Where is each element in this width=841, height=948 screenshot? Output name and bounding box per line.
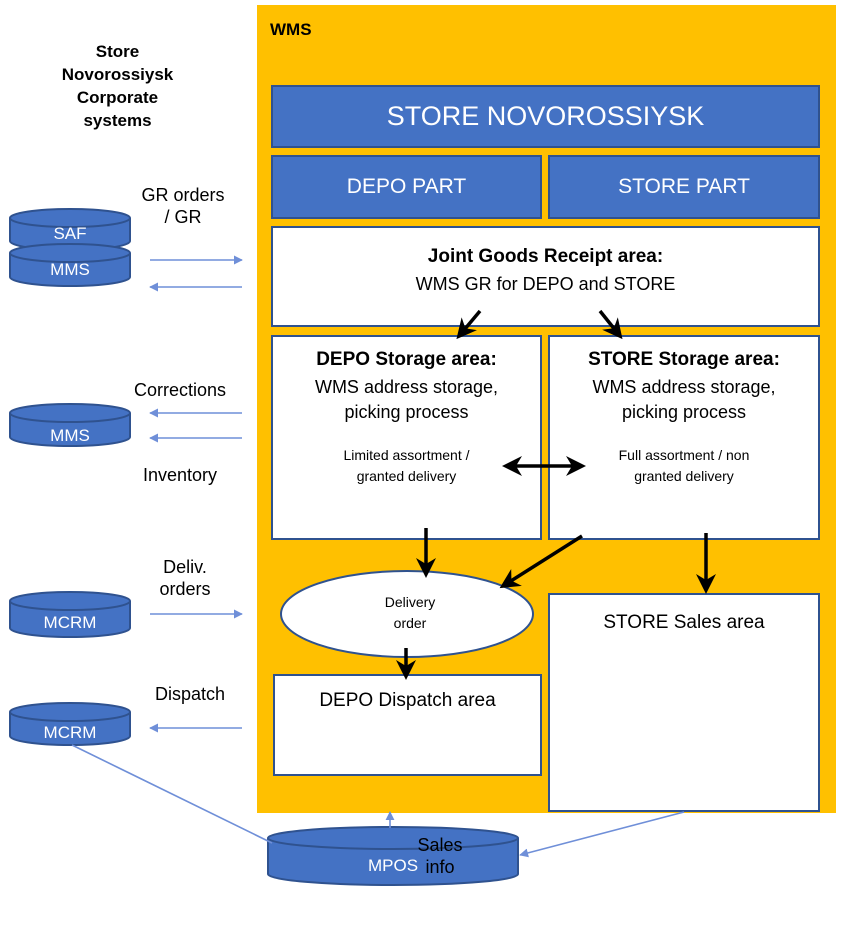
gr-orders-label: GR orders / GR	[118, 184, 248, 228]
receipt-to-depo-arrow	[456, 309, 482, 340]
dispatch-label: Dispatch	[154, 684, 226, 704]
store-storage-note1: Full assortment / non	[618, 447, 750, 463]
joint-goods-receipt-title: Joint Goods Receipt area:	[427, 246, 664, 267]
joint-goods-receipt-area: Joint Goods Receipt area: WMS GR for DEP…	[271, 226, 820, 327]
deliv-orders-label-line1: Deliv.	[163, 557, 207, 577]
store-part-label: STORE PART	[618, 175, 750, 198]
mms-db-mid-label: MMS	[50, 426, 90, 445]
joint-goods-receipt-subtitle: WMS GR for DEPO and STORE	[415, 274, 676, 294]
mcrm-db-bottom-icon	[9, 702, 131, 746]
corporate-systems-line2: Novorossiysk	[61, 65, 174, 84]
depo-storage-line2: picking process	[344, 402, 469, 422]
store-storage-line1: WMS address storage,	[592, 377, 776, 397]
depo-storage-area: DEPO Storage area: WMS address storage, …	[271, 335, 542, 540]
corrections-label: Corrections	[133, 380, 227, 400]
depo-storage-note1: Limited assortment /	[343, 447, 470, 463]
sales-info-label-line2: info	[425, 857, 455, 877]
store-novorossiysk-label: STORE NOVOROSSIYSK	[386, 101, 705, 131]
mcrm-db-top-label: MCRM	[43, 613, 97, 632]
mms-db-top-icon	[9, 243, 131, 287]
mcrm-db-bottom-label: MCRM	[43, 723, 97, 742]
mpos-db-icon	[267, 826, 519, 886]
sales-info-label: Sales info	[400, 834, 480, 878]
depo-part-header: DEPO PART	[271, 155, 542, 219]
store-storage-title: STORE Storage area:	[588, 349, 780, 370]
corporate-systems-line1: Store	[95, 42, 140, 61]
depo-dispatch-label: DEPO Dispatch area	[319, 690, 496, 711]
depo-part-label: DEPO PART	[346, 175, 467, 198]
corporate-systems-title: Store Novorossiysk Corporate systems	[20, 40, 215, 132]
corporate-systems-line4: systems	[83, 111, 152, 130]
store-part-header: STORE PART	[548, 155, 820, 219]
gr-orders-label-line2: / GR	[164, 207, 202, 227]
store-novorossiysk-header: STORE NOVOROSSIYSK	[271, 85, 820, 148]
store-sales-to-mpos-arrow	[519, 811, 685, 858]
gr-orders-label-line1: GR orders	[141, 185, 225, 205]
delivery-order-line1: Delivery	[384, 594, 436, 610]
wms-title: WMS	[270, 20, 312, 39]
delivery-order-line2: order	[393, 615, 427, 631]
mms-db-top-label: MMS	[50, 260, 90, 279]
depo-storage-note2: granted delivery	[356, 468, 457, 484]
store-storage-line2: picking process	[621, 402, 747, 422]
corporate-systems-line3: Corporate	[76, 88, 159, 107]
receipt-to-store-arrow	[598, 309, 623, 340]
depo-storage-line1: WMS address storage,	[314, 377, 499, 397]
depo-storage-title: DEPO Storage area:	[316, 349, 497, 370]
store-sales-label: STORE Sales area	[603, 612, 765, 633]
deliv-orders-label-line2: orders	[159, 579, 211, 599]
store-storage-area: STORE Storage area: WMS address storage,…	[548, 335, 820, 540]
store-to-delivery-order-arrow	[499, 534, 583, 589]
saf-db-label: SAF	[53, 224, 87, 243]
inventory-label: Inventory	[142, 465, 218, 485]
mpos-db-label: MPOS	[367, 856, 419, 875]
delivery-order-label: Delivery order	[350, 592, 470, 634]
deliv-orders-label: Deliv. orders	[130, 556, 240, 600]
saf-db-icon	[9, 208, 131, 251]
mms-db-mid-icon	[9, 403, 131, 447]
store-storage-note2: granted delivery	[634, 468, 734, 484]
mcrm-to-mpos-line	[71, 744, 273, 844]
mcrm-db-top-icon	[9, 591, 131, 638]
sales-info-label-line1: Sales	[417, 835, 463, 855]
store-sales-area: STORE Sales area	[548, 593, 820, 812]
